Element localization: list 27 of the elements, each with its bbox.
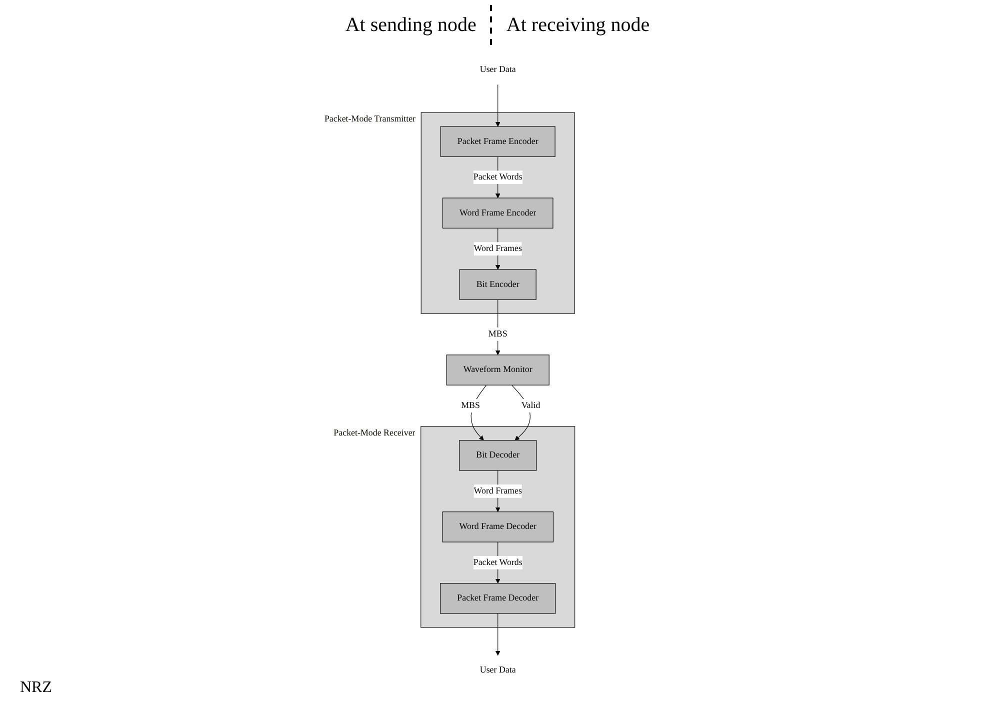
node-box: Bit Decoder: [458, 440, 536, 471]
cluster: [420, 426, 575, 628]
arrow: [495, 613, 500, 656]
node-box: Word Frame Decoder: [442, 512, 554, 542]
edge-label: MBS: [488, 329, 507, 339]
region-label: At receiving node: [506, 14, 650, 36]
node-label: Packet-Mode Transmitter: [324, 114, 416, 124]
edge-label: Packet Words: [473, 558, 522, 568]
cluster: [420, 112, 575, 314]
signal-label: NRZ: [20, 679, 52, 697]
arrow: [495, 84, 500, 127]
node-box: Bit Encoder: [459, 269, 536, 300]
node-box: Waveform Monitor: [446, 354, 550, 386]
node-label: Packet-Mode Receiver: [333, 428, 415, 438]
node-text: User Data: [480, 665, 516, 675]
edge-label: Packet Words: [473, 172, 522, 182]
edge-label: Word Frames: [473, 486, 522, 496]
arrow: [511, 384, 530, 441]
region-label: At sending node: [345, 14, 476, 36]
node-box: Packet Frame Encoder: [440, 126, 555, 157]
edge-label: Valid: [520, 400, 540, 410]
node-box: Word Frame Encoder: [442, 198, 553, 228]
arrow: [470, 384, 486, 441]
edge-label: MBS: [460, 400, 480, 410]
node-box: Packet Frame Decoder: [440, 583, 556, 614]
edge-label: Word Frames: [473, 244, 522, 254]
node-text: User Data: [480, 64, 516, 74]
